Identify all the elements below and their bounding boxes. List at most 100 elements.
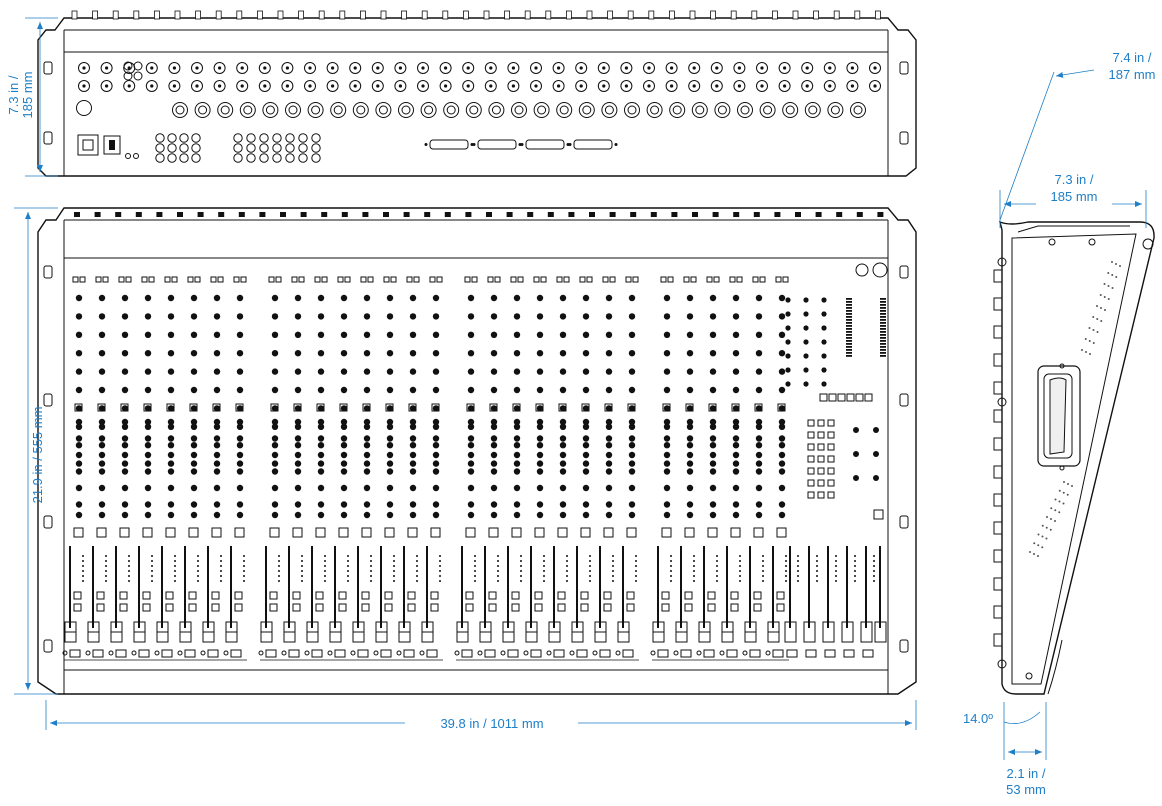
knob-icon: [513, 484, 521, 492]
knob-icon: [213, 331, 221, 338]
knob-icon: [778, 442, 786, 449]
knob-icon: [363, 460, 371, 467]
knob-icon: [409, 468, 417, 475]
knob-icon: [559, 468, 567, 475]
knob-icon: [663, 418, 671, 426]
knob-icon: [167, 418, 175, 426]
knob-icon: [709, 418, 717, 426]
knob-icon: [803, 353, 809, 359]
knob-icon: [121, 294, 129, 302]
knob-icon: [386, 484, 394, 492]
knob-icon: [490, 294, 498, 302]
jack-icon: [281, 62, 294, 74]
knob-icon: [513, 313, 521, 320]
knob-icon: [803, 297, 809, 303]
top-connector-icon: [277, 10, 284, 20]
switch-icon: [292, 591, 301, 600]
top-connector-icon: [627, 10, 634, 20]
xlr-input-icon: [646, 102, 663, 118]
knob-icon: [490, 468, 498, 475]
switch-icon: [316, 403, 325, 412]
knob-icon: [75, 294, 83, 302]
knob-icon: [144, 350, 152, 357]
knob-icon: [605, 350, 613, 357]
side-depth-top-label-2: 187 mm: [1109, 67, 1156, 82]
knob-icon: [490, 451, 498, 459]
knob-icon: [236, 313, 244, 320]
knob-icon: [467, 386, 475, 394]
jack-icon: [620, 62, 633, 74]
knob-icon: [409, 460, 417, 467]
knob-icon: [409, 294, 417, 302]
side-connector-icon: [993, 409, 1003, 423]
knob-icon: [317, 418, 325, 426]
jack-icon: [285, 153, 295, 163]
fader-cap-icon: [803, 621, 816, 643]
knob-icon: [778, 468, 786, 475]
knob-icon: [190, 511, 198, 519]
side-connector-icon: [993, 605, 1003, 619]
switch-icon: [189, 403, 198, 412]
mute-button-icon: [465, 527, 476, 538]
knob-icon: [294, 313, 302, 320]
knob-icon: [432, 484, 440, 492]
switch-icon: [142, 591, 151, 600]
knob-icon: [853, 475, 859, 481]
knob-icon: [536, 423, 544, 430]
select-button-icon: [380, 649, 392, 658]
knob-icon: [75, 418, 83, 426]
knob-icon: [582, 386, 590, 394]
knob-icon: [467, 294, 475, 302]
jack-icon: [823, 62, 836, 74]
switch-icon: [269, 603, 278, 612]
knob-icon: [686, 460, 694, 467]
knob-icon: [190, 484, 198, 492]
knob-icon: [294, 442, 302, 449]
knob-icon: [628, 511, 636, 519]
switch-icon: [807, 443, 815, 451]
channel-strips: [62, 276, 789, 661]
knob-icon: [386, 405, 394, 412]
switch-icon: [846, 393, 855, 402]
knob-icon: [605, 460, 613, 467]
knob-icon: [386, 331, 394, 338]
fader-cap-icon: [784, 621, 797, 643]
knob-icon: [121, 386, 129, 394]
knob-icon: [236, 501, 244, 508]
knob-icon: [213, 451, 221, 459]
knob-icon: [75, 484, 83, 492]
switch-icon: [557, 591, 566, 600]
knob-icon: [386, 350, 394, 357]
top-connector-icon: [545, 10, 552, 20]
knob-icon: [363, 511, 371, 519]
jack-icon: [439, 62, 452, 74]
knob-icon: [686, 442, 694, 449]
jack-icon: [123, 71, 133, 81]
select-button-icon: [69, 649, 81, 658]
knob-icon: [409, 386, 417, 394]
jack-icon: [258, 62, 271, 74]
knob-icon: [778, 418, 786, 426]
switch-icon: [807, 455, 815, 463]
select-button-icon: [311, 649, 323, 658]
knob-icon: [213, 442, 221, 449]
side-depth-mid-label-2: 185 mm: [1051, 189, 1098, 204]
jack-icon: [688, 62, 701, 74]
jack-icon: [710, 80, 723, 92]
top-connector-icon: [442, 10, 449, 20]
mute-button-icon: [684, 527, 695, 538]
knob-icon: [432, 501, 440, 508]
knob-icon: [144, 460, 152, 467]
knob-icon: [536, 386, 544, 394]
top-connector-icon: [833, 10, 840, 20]
jack-icon: [597, 80, 610, 92]
switch-icon: [855, 393, 864, 402]
knob-icon: [236, 386, 244, 394]
switch-icon: [234, 603, 243, 612]
jack-icon: [733, 80, 746, 92]
knob-icon: [467, 313, 475, 320]
switch-icon: [817, 455, 825, 463]
jack-icon: [123, 80, 136, 92]
jack-icon: [191, 143, 201, 153]
select-button-icon: [161, 649, 173, 658]
